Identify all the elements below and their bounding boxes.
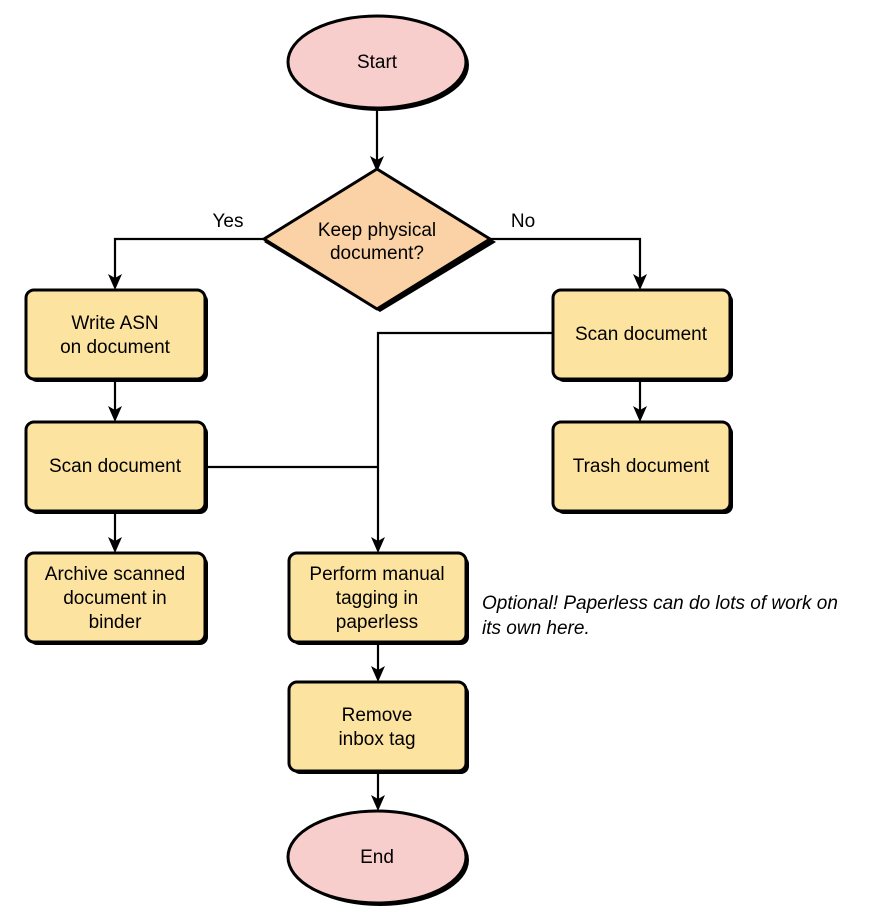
node-decision-label-line1: Keep physical xyxy=(318,220,436,241)
edge-scan-right-to-manual-tagging xyxy=(371,331,553,553)
process-shape xyxy=(551,288,732,381)
arrowhead-icon xyxy=(633,274,647,290)
node-start[interactable]: Start xyxy=(286,14,469,111)
node-start-label: Start xyxy=(357,52,398,73)
edge-scan-right-to-trash xyxy=(633,379,647,422)
edge-label-no: No xyxy=(511,211,535,232)
node-remove-inbox-label-line2: inbox tag xyxy=(338,729,415,750)
edge-decision-to-scan-right xyxy=(490,237,647,290)
node-archive-label-line2: document in xyxy=(63,588,167,609)
edge-write-asn-to-scan-left xyxy=(108,379,122,422)
node-scan-document-left-label: Scan document xyxy=(49,456,182,477)
terminator-shape xyxy=(286,14,468,110)
arrowhead-icon xyxy=(108,406,122,422)
arrowhead-icon xyxy=(633,406,647,422)
node-remove-inbox-tag[interactable]: Remove inbox tag xyxy=(287,680,469,774)
node-decision-keep-physical-document[interactable]: Keep physical document? xyxy=(262,167,496,312)
process-shape xyxy=(24,551,207,644)
node-scan-document-right-label: Scan document xyxy=(575,324,708,345)
node-scan-document-left[interactable]: Scan document xyxy=(24,420,208,514)
edge-line xyxy=(376,331,553,544)
annotation-optional-note: Optional! Paperless can do lots of work … xyxy=(482,593,838,639)
edge-scan-left-to-archive xyxy=(108,511,122,553)
annotation-line1: Optional! Paperless can do lots of work … xyxy=(482,593,838,614)
arrowhead-icon xyxy=(371,537,385,553)
edge-decision-to-write-asn xyxy=(108,237,264,290)
arrowhead-icon xyxy=(108,537,122,553)
arrowhead-icon xyxy=(108,274,122,290)
process-shape xyxy=(24,420,207,513)
node-archive-scanned-document[interactable]: Archive scanned document in binder xyxy=(24,551,208,645)
node-manual-tagging-label-line3: paperless xyxy=(336,612,418,633)
node-end[interactable]: End xyxy=(286,809,469,906)
process-shape xyxy=(287,551,468,644)
edge-line xyxy=(113,237,264,281)
node-write-asn-label-line2: on document xyxy=(60,337,171,358)
node-trash-document-label: Trash document xyxy=(573,456,710,477)
edge-manual-tagging-to-remove-inbox xyxy=(371,642,385,682)
edge-start-to-decision xyxy=(370,108,384,172)
node-remove-inbox-label-line1: Remove xyxy=(342,705,413,726)
arrowhead-icon xyxy=(371,795,385,811)
node-scan-document-right[interactable]: Scan document xyxy=(551,288,733,382)
annotation-line2: its own here. xyxy=(482,618,590,639)
edge-label-yes: Yes xyxy=(213,211,244,232)
node-manual-tagging-label-line1: Perform manual xyxy=(309,564,444,585)
node-trash-document[interactable]: Trash document xyxy=(551,420,733,514)
node-write-asn-label-line1: Write ASN xyxy=(71,313,158,334)
arrowhead-icon xyxy=(371,666,385,682)
process-shape xyxy=(24,288,207,381)
process-shape xyxy=(287,680,468,773)
edge-line xyxy=(490,237,642,281)
terminator-shape xyxy=(286,809,468,905)
decision-shape xyxy=(262,167,492,311)
node-manual-tagging[interactable]: Perform manual tagging in paperless xyxy=(287,551,469,645)
node-decision-label-line2: document? xyxy=(330,243,424,264)
arrowhead-icon xyxy=(370,156,384,172)
node-archive-label-line1: Archive scanned xyxy=(45,564,185,585)
process-shape xyxy=(551,420,732,513)
node-manual-tagging-label-line2: tagging in xyxy=(336,588,418,609)
node-end-label: End xyxy=(360,847,394,868)
edge-remove-inbox-to-end xyxy=(371,771,385,811)
node-archive-label-line3: binder xyxy=(89,612,142,633)
node-write-asn[interactable]: Write ASN on document xyxy=(24,288,208,382)
